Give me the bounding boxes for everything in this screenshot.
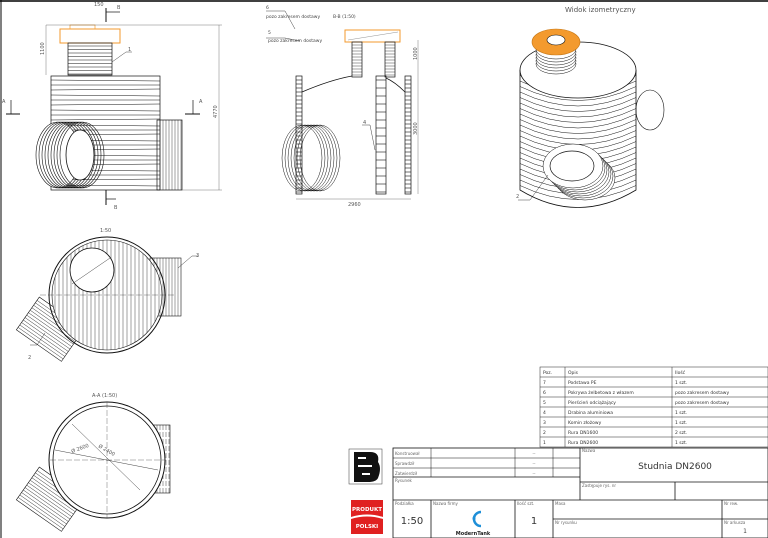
sheet-value: 1 xyxy=(743,528,747,535)
part-position: 5 xyxy=(543,400,546,406)
part-quantity: 1 szt. xyxy=(675,380,687,386)
note-6-number: 6 xyxy=(266,5,269,11)
approval-value: -- xyxy=(533,461,536,466)
tb-sheet-label: Nr arkusza xyxy=(724,520,746,525)
top-view xyxy=(15,236,198,362)
parts-header-pos: Poz. xyxy=(543,370,552,376)
tb-drawing-no-label: Nr rysunku xyxy=(555,520,577,525)
front-dim-neck: 1100 xyxy=(40,42,46,55)
section-callout-4: 4 xyxy=(363,120,366,126)
front-section-a-right: A xyxy=(199,99,203,105)
parts-table-row: 4 Drabina aluminiowa 1 szt. xyxy=(543,410,687,416)
part-description: Podstawa PE xyxy=(568,380,597,386)
produkt-polski-badge: PRODUKT POLSKI xyxy=(351,500,383,534)
moderntank-logo-icon xyxy=(472,510,482,528)
part-quantity: 1 szt. xyxy=(675,410,687,416)
scale-value: 1:50 xyxy=(401,516,423,527)
part-quantity: 1 szt. xyxy=(675,440,687,446)
company-b-logo-icon xyxy=(348,448,383,485)
part-position: 6 xyxy=(543,390,546,396)
tb-rev-label: Nr rew. xyxy=(724,501,738,506)
tb-name-label: Nazwa xyxy=(582,448,596,453)
parts-table-row: 7 Podstawa PE 1 szt. xyxy=(543,380,687,386)
parts-table xyxy=(539,366,768,448)
front-dim-top: 150 xyxy=(94,2,104,8)
top-callout-2: 2 xyxy=(28,355,31,361)
parts-header-desc: Opis xyxy=(568,370,579,376)
top-callout-3: 3 xyxy=(196,253,199,259)
parts-table-row: 2 Rura DN1600 2 szt. xyxy=(543,430,687,436)
top-view-title: 1:50 xyxy=(100,228,111,234)
approval-row: Konstruował -- xyxy=(395,451,536,456)
part-quantity: 2 szt. xyxy=(675,430,687,436)
approval-label: Sprawdził xyxy=(395,461,415,466)
part-description: Komin złożowy xyxy=(568,420,602,426)
front-section-b-top: B xyxy=(117,5,121,11)
part-description: Pierścień odciążający xyxy=(568,399,616,406)
part-position: 4 xyxy=(543,410,546,416)
qty-value: 1 xyxy=(531,516,537,527)
front-section-a-left: A xyxy=(2,99,6,105)
parts-table-row: 6 Pokrywa żelbetowa z włazem pozo zakresem… xyxy=(543,390,729,396)
part-quantity: pozo zakresem dostawy xyxy=(675,400,729,406)
badge-bottom-text: POLSKI xyxy=(356,524,378,530)
tb-company-label: Nazwa firmy xyxy=(433,501,459,506)
section-view xyxy=(266,10,419,200)
isometric-view xyxy=(518,28,665,208)
section-dim-width: 2960 xyxy=(348,202,361,208)
part-position: 7 xyxy=(543,380,546,386)
section-aa-view xyxy=(15,401,171,532)
approval-label: Zatwierdził xyxy=(395,471,418,476)
drawing-name: Studnia DN2600 xyxy=(638,462,712,472)
title-block xyxy=(392,447,768,538)
part-description: Rura DN2600 xyxy=(568,440,598,446)
tb-scale-label: Podziałka xyxy=(395,501,414,506)
isometric-title: Widok izometryczny xyxy=(565,6,636,14)
section-dim-neck: 1000 xyxy=(413,47,419,60)
part-description: Rura DN1600 xyxy=(568,430,598,436)
iso-callout-2: 2 xyxy=(516,194,519,200)
note-5-text: pozo zakresem dostawy xyxy=(268,38,322,44)
part-quantity: 1 szt. xyxy=(675,420,687,426)
part-quantity: pozo zakresem dostawy xyxy=(675,390,729,396)
front-callout-1: 1 xyxy=(128,47,131,53)
section-title: B-B (1:50) xyxy=(333,14,356,20)
approval-value: -- xyxy=(533,451,536,456)
tb-replaces-label: Zastępuje rys. nr xyxy=(582,483,616,488)
part-description: Drabina aluminiowa xyxy=(568,410,613,416)
front-view xyxy=(6,8,222,205)
tb-mass-label: Masa xyxy=(555,501,566,506)
approval-value: -- xyxy=(533,471,536,476)
section-aa-title: A-A (1:50) xyxy=(92,393,117,399)
parts-table-row: 3 Komin złożowy 1 szt. xyxy=(543,420,687,426)
front-section-b-bottom: B xyxy=(114,205,118,211)
section-dim-body: 3000 xyxy=(413,122,419,135)
badge-top-text: PRODUKT xyxy=(352,507,382,513)
note-5-number: 5 xyxy=(268,30,271,36)
approval-row: Zatwierdził -- xyxy=(395,471,536,476)
parts-table-row: 5 Pierścień odciążający pozo zakresem dost… xyxy=(543,399,729,406)
part-position: 1 xyxy=(543,440,546,446)
part-position: 3 xyxy=(543,420,546,426)
part-description: Pokrywa żelbetowa z włazem xyxy=(568,390,634,396)
front-dim-total: 4770 xyxy=(213,105,219,118)
approval-row: Sprawdził -- xyxy=(395,461,536,466)
part-position: 2 xyxy=(543,430,546,436)
company-name: ModernTank xyxy=(456,531,491,537)
tb-qty-label: Ilość szt. xyxy=(517,501,534,506)
note-6-text: pozo zakresem dostawy xyxy=(266,14,320,20)
parts-header-qty: Ilość xyxy=(675,369,686,376)
parts-table-row: 1 Rura DN2600 1 szt. xyxy=(543,440,687,446)
tb-drawing-label: Rysunek xyxy=(395,478,413,483)
approval-label: Konstruował xyxy=(395,451,420,456)
